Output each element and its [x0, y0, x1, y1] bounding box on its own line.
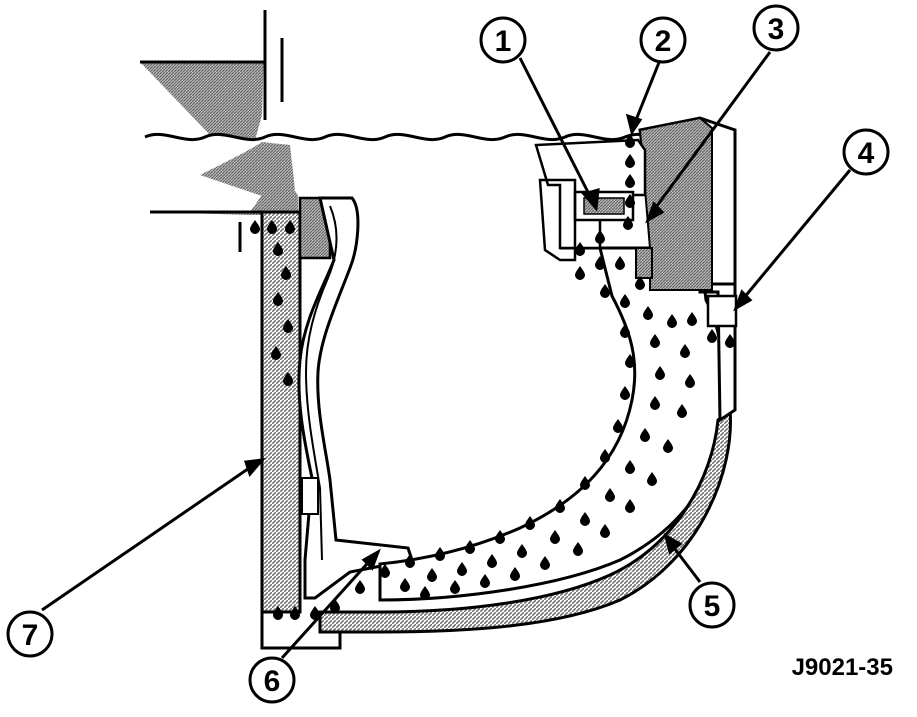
svg-text:5: 5: [704, 590, 721, 623]
svg-text:2: 2: [655, 25, 672, 58]
svg-text:1: 1: [495, 25, 512, 58]
housing-upper-left: [140, 10, 284, 140]
callout-1: 1: [479, 16, 527, 64]
callout-4: 4: [842, 128, 890, 176]
callout-5: 5: [688, 581, 736, 629]
leader-lines: [41, 51, 852, 660]
figure-code: J9021-35: [792, 654, 893, 681]
callout-3: 3: [752, 4, 800, 52]
callout-2: 2: [639, 16, 687, 64]
callout-6: 6: [248, 656, 296, 704]
break-line: [144, 131, 723, 142]
svg-text:6: 6: [264, 665, 281, 698]
oil-pan-housing: [260, 406, 732, 650]
svg-text:7: 7: [22, 619, 39, 652]
svg-text:4: 4: [858, 137, 875, 170]
callout-7: 7: [6, 610, 54, 658]
baffle-plate: [297, 196, 414, 600]
svg-text:3: 3: [768, 13, 785, 46]
